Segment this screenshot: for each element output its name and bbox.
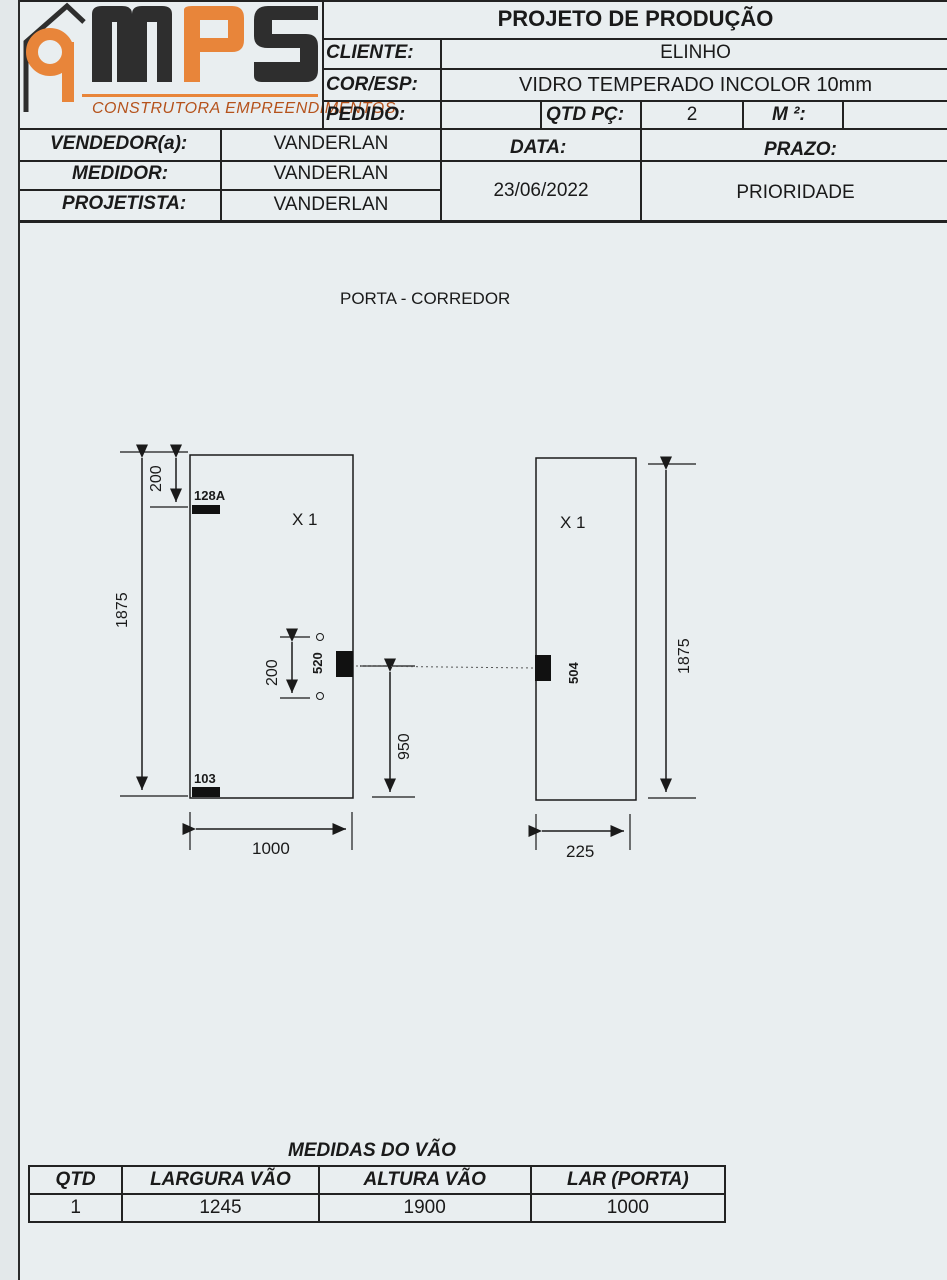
right-width-label: 225 [566,842,595,861]
drawing-title: PORTA - CORREDOR [340,289,511,308]
rule [842,100,844,128]
rule [20,220,947,223]
cor-esp-value: VIDRO TEMPERADO INCOLOR 10mm [518,74,873,96]
cor-esp-label: COR/ESP: [326,74,418,95]
document-title: PROJETO DE PRODUÇÃO [497,6,774,31]
rule [640,100,642,128]
handle-hole-icon [316,633,324,641]
handle-spacing-label: 200 [264,659,281,686]
vendedor-label: VENDEDOR(a): [50,133,188,154]
rule [20,189,442,191]
bottom-hinge-icon [192,787,220,797]
rule [640,128,642,220]
rule [20,160,947,162]
right-glass-panel [535,457,637,801]
col-header-largura: LARGURA VÃO [121,1165,320,1195]
left-width-label: 1000 [252,839,290,858]
company-logo: CONSTRUTORA EMPREENDIMENTOS [22,2,395,126]
strike-plate-icon [535,655,551,681]
cliente-label: CLIENTE: [326,42,414,63]
cell-altura: 1900 [317,1193,532,1223]
projetista-value: VANDERLAN [273,194,389,215]
projetista-label: PROJETISTA: [62,193,187,214]
rule [322,0,324,128]
table-row: 1 1245 1900 1000 [27,1193,727,1223]
prazo-label: PRAZO: [764,139,837,160]
cell-largura: 1245 [121,1193,320,1223]
qtd-pc-value: 2 [686,104,698,125]
rule [220,128,222,220]
rule [20,0,947,2]
medidor-value: VANDERLAN [273,163,389,184]
left-height-label: 1875 [114,592,131,628]
hinge-top-label: 128A [194,488,226,503]
rule [540,100,542,128]
prioridade-value: PRIORIDADE [736,182,855,203]
rule [322,68,947,70]
vendedor-value: VANDERLAN [273,133,389,154]
measures-table: QTD LARGURA VÃO ALTURA VÃO LAR (PORTA) 1… [27,1165,727,1223]
lock-code-label: 504 [566,662,581,684]
handle-code-label: 520 [310,652,325,674]
mps-logo-icon [23,2,318,112]
rule [440,38,442,128]
top-hinge-icon [192,505,220,514]
medidor-label: MEDIDOR: [72,163,169,184]
rule [742,100,744,128]
table-header-row: QTD LARGURA VÃO ALTURA VÃO LAR (PORTA) [27,1165,727,1195]
lock-hardware-icon [336,651,353,677]
rule [322,100,947,102]
qtd-pc-label: QTD PÇ: [546,104,625,125]
cell-lar-porta: 1000 [529,1193,727,1223]
right-height-label: 1875 [676,638,693,674]
logo-subtitle: CONSTRUTORA EMPREENDIMENTOS [92,100,396,117]
left-panel-qty: X 1 [292,510,318,529]
right-panel-qty: X 1 [560,513,586,532]
col-header-lar-porta: LAR (PORTA) [529,1165,727,1195]
rule [322,38,947,40]
rule [20,128,947,130]
cell-qtd: 1 [27,1193,124,1223]
top-offset-label: 200 [148,465,165,492]
pedido-label: PEDIDO: [326,104,406,125]
measures-title: MEDIDAS DO VÃO [288,1140,456,1161]
data-label: DATA: [510,137,567,158]
m2-label: M ²: [772,104,806,125]
rule [440,128,442,220]
handle-height-label: 950 [396,733,413,760]
left-glass-panel [189,454,354,799]
door-drawing [120,444,696,850]
hinge-bottom-label: 103 [194,771,216,786]
cliente-value: ELINHO [660,42,731,63]
col-header-altura: ALTURA VÃO [317,1165,532,1195]
data-value: 23/06/2022 [493,180,589,201]
handle-hole-icon [316,692,324,700]
col-header-qtd: QTD [27,1165,124,1195]
production-sheet: CONSTRUTORA EMPREENDIMENTOS PROJETO DE P… [18,0,947,1280]
